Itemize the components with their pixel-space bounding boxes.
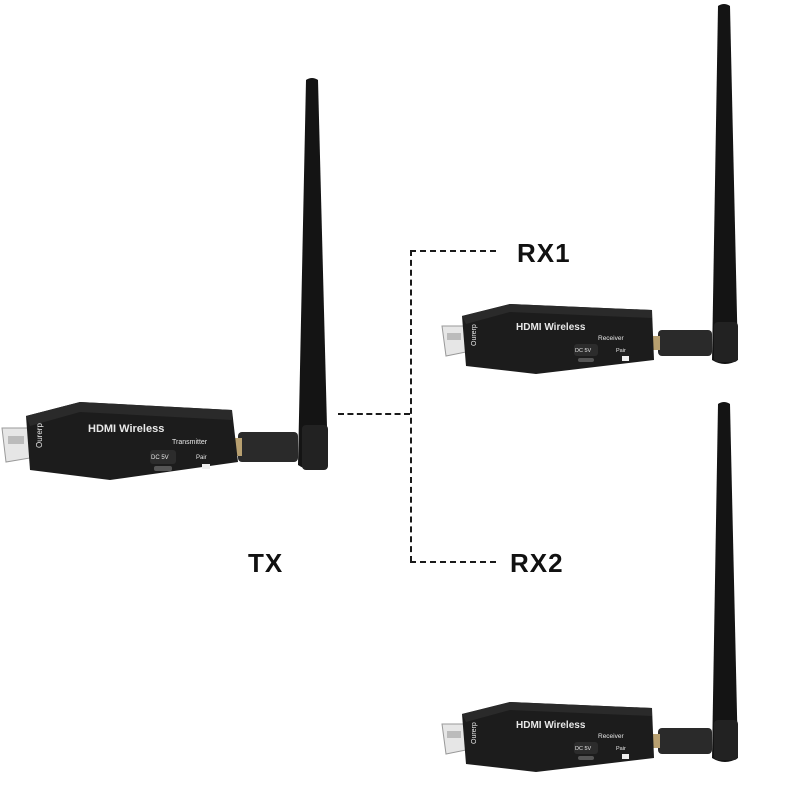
- rx1-button-label: Pair: [616, 348, 626, 354]
- tx-pair-button: [202, 464, 210, 469]
- tx-label: TX: [248, 548, 284, 578]
- rx1-title: HDMI Wireless: [516, 322, 586, 333]
- tx-dc-port: [154, 466, 172, 471]
- rx1-pair-button: [622, 356, 629, 361]
- transmitter-device: Ourerp HDMI Wireless Transmitter DC 5V P…: [1, 78, 328, 480]
- rx2-antenna: [652, 402, 738, 762]
- tx-brand: Ourerp: [35, 423, 44, 448]
- rx2-pair-button: [622, 754, 629, 759]
- rx2-hdmi-plug: [441, 723, 467, 755]
- rx2-title: HDMI Wireless: [516, 720, 586, 731]
- rx1-port-label: DC 5V: [575, 348, 592, 354]
- rx2-brand: Ourerp: [471, 722, 478, 744]
- rx2-button-label: Pair: [616, 746, 626, 752]
- rx2-subtitle: Receiver: [598, 733, 624, 740]
- rx2-port-label: DC 5V: [575, 746, 592, 752]
- tx-subtitle: Transmitter: [172, 439, 208, 446]
- rx2-dc-port: [578, 756, 594, 760]
- rx1-brand: Ourerp: [471, 324, 478, 346]
- rx1-subtitle: Receiver: [598, 335, 624, 342]
- rx1-dc-port: [578, 358, 594, 362]
- tx-port-label: DC 5V: [151, 455, 169, 461]
- tx-body: [26, 402, 238, 480]
- tx-button-label: Pair: [196, 455, 207, 461]
- connector-line-tx: [338, 413, 410, 415]
- rx1-label: RX1: [517, 238, 571, 268]
- tx-title: HDMI Wireless: [88, 423, 164, 435]
- receiver-2-device: Ourerp HDMI Wireless Receiver DC 5V Pair: [441, 402, 738, 772]
- connector-line-rx2: [410, 561, 496, 563]
- rx1-antenna: [652, 4, 738, 364]
- rx2-body: [462, 702, 654, 772]
- connector-line-vertical: [410, 250, 412, 562]
- tx-antenna: [232, 78, 328, 470]
- rx1-hdmi-plug: [441, 325, 467, 357]
- rx2-label: RX2: [510, 548, 564, 578]
- receiver-1-device: Ourerp HDMI Wireless Receiver DC 5V Pair: [441, 4, 738, 374]
- connector-line-rx1: [410, 250, 496, 252]
- tx-hdmi-plug: [1, 427, 31, 463]
- rx1-body: [462, 304, 654, 374]
